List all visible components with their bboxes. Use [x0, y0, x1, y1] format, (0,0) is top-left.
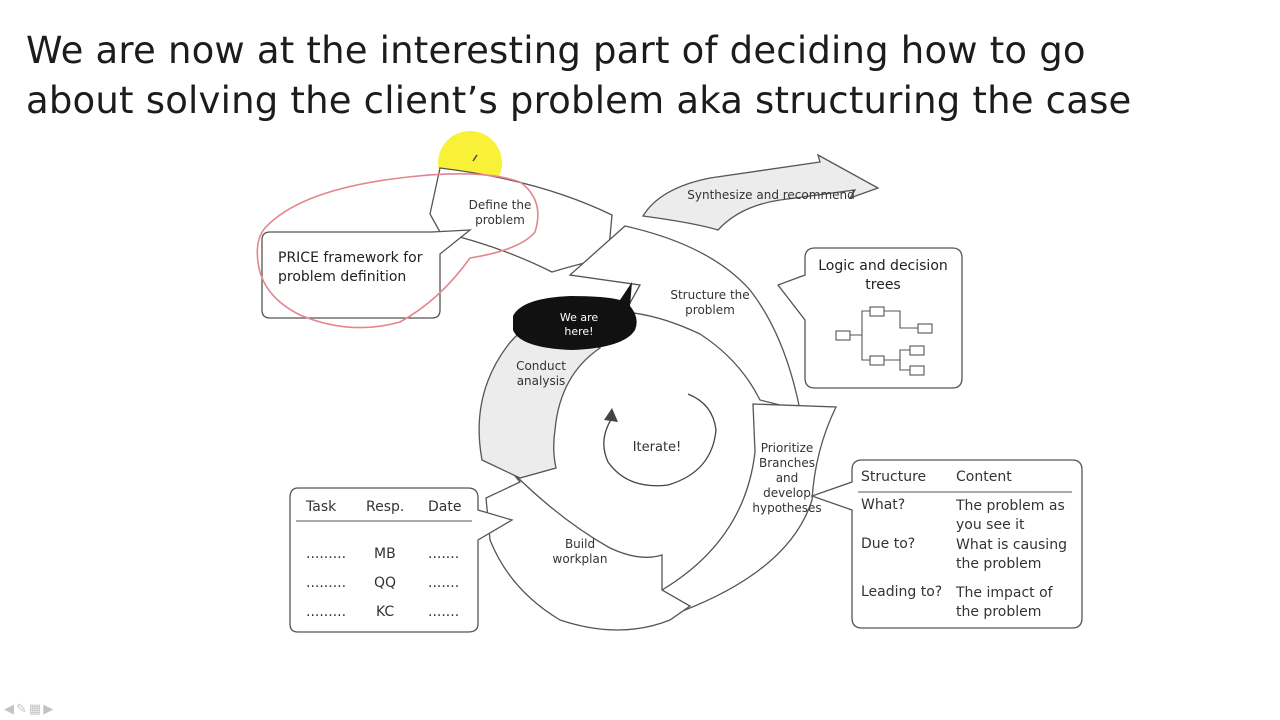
workplan-row-2-resp: QQ [374, 575, 397, 591]
structure-header-content: Content [956, 469, 1012, 485]
segment-synthesize-and-recommend [641, 153, 880, 231]
workplan-row-2-task: ......... [306, 575, 347, 591]
workplan-callout-box [289, 487, 514, 633]
label-synthesize-and-recommend: Synthesize and recommend [687, 188, 855, 202]
menu-icon[interactable]: ▦ [28, 702, 42, 717]
prev-arrow-icon[interactable]: ◀ [4, 702, 14, 717]
workplan-header-date: Date [428, 499, 462, 515]
workplan-row-1-resp: MB [374, 546, 396, 562]
next-arrow-icon[interactable]: ▶ [43, 702, 54, 717]
workplan-header-resp: Resp. [366, 499, 405, 515]
structure-header-structure: Structure [861, 469, 927, 485]
annotation-circle [256, 173, 539, 329]
workplan-row-3-date: ....... [428, 604, 460, 620]
structure-row-3-content: The impact of the problem [956, 585, 1053, 620]
label-prioritize-branches: Prioritize Branches and develop hypothes… [752, 441, 822, 515]
we-are-here-bubble [513, 282, 637, 350]
structure-row-2-label: Due to? [861, 536, 916, 552]
structure-callout-box [810, 459, 1083, 629]
structure-row-1-content: The problem as you see it [956, 498, 1065, 533]
iterate-arrowhead-icon [604, 408, 618, 422]
price-callout-box [261, 229, 472, 319]
workplan-row-2-date: ....... [428, 575, 460, 591]
workplan-row-3-task: ......... [306, 604, 347, 620]
workplan-row-1-date: ....... [428, 546, 460, 562]
label-iterate: Iterate! [632, 440, 682, 455]
logic-trees-text: Logic and decision trees [818, 258, 948, 293]
label-structure-the-problem: Structure the problem [670, 288, 750, 317]
label-we-are-here: We are here! [559, 311, 599, 338]
decision-tree-icon [835, 306, 933, 376]
label-conduct-analysis: Conduct analysis [516, 359, 566, 388]
slide-title: We are now at the interesting part of de… [26, 26, 1256, 126]
segment-prioritize-branches [661, 403, 838, 613]
segment-build-workplan [485, 469, 692, 631]
workplan-row-1-task: ......... [306, 546, 347, 562]
segment-conduct-analysis [478, 319, 602, 479]
structure-row-1-label: What? [861, 497, 906, 513]
presentation-toolbar: ◀ ✎ ▦ ▶ [4, 702, 53, 718]
pen-tool-icon[interactable]: ✎ [16, 702, 27, 717]
pen-icon [472, 154, 478, 162]
label-define-the-problem: Define the problem [468, 198, 532, 227]
iterate-loop-icon [603, 393, 717, 487]
structure-row-2-content: What is causing the problem [956, 537, 1067, 572]
slide-title-line-2: about solving the client’s problem aka s… [26, 79, 1132, 122]
workplan-row-3-resp: KC [376, 604, 395, 620]
price-framework-text: PRICE framework for problem definition [278, 250, 423, 285]
label-build-workplan: Build workplan [552, 537, 608, 566]
slide-title-line-1: We are now at the interesting part of de… [26, 29, 1086, 72]
workplan-header-task: Task [306, 499, 337, 515]
structure-row-3-label: Leading to? [861, 584, 943, 600]
